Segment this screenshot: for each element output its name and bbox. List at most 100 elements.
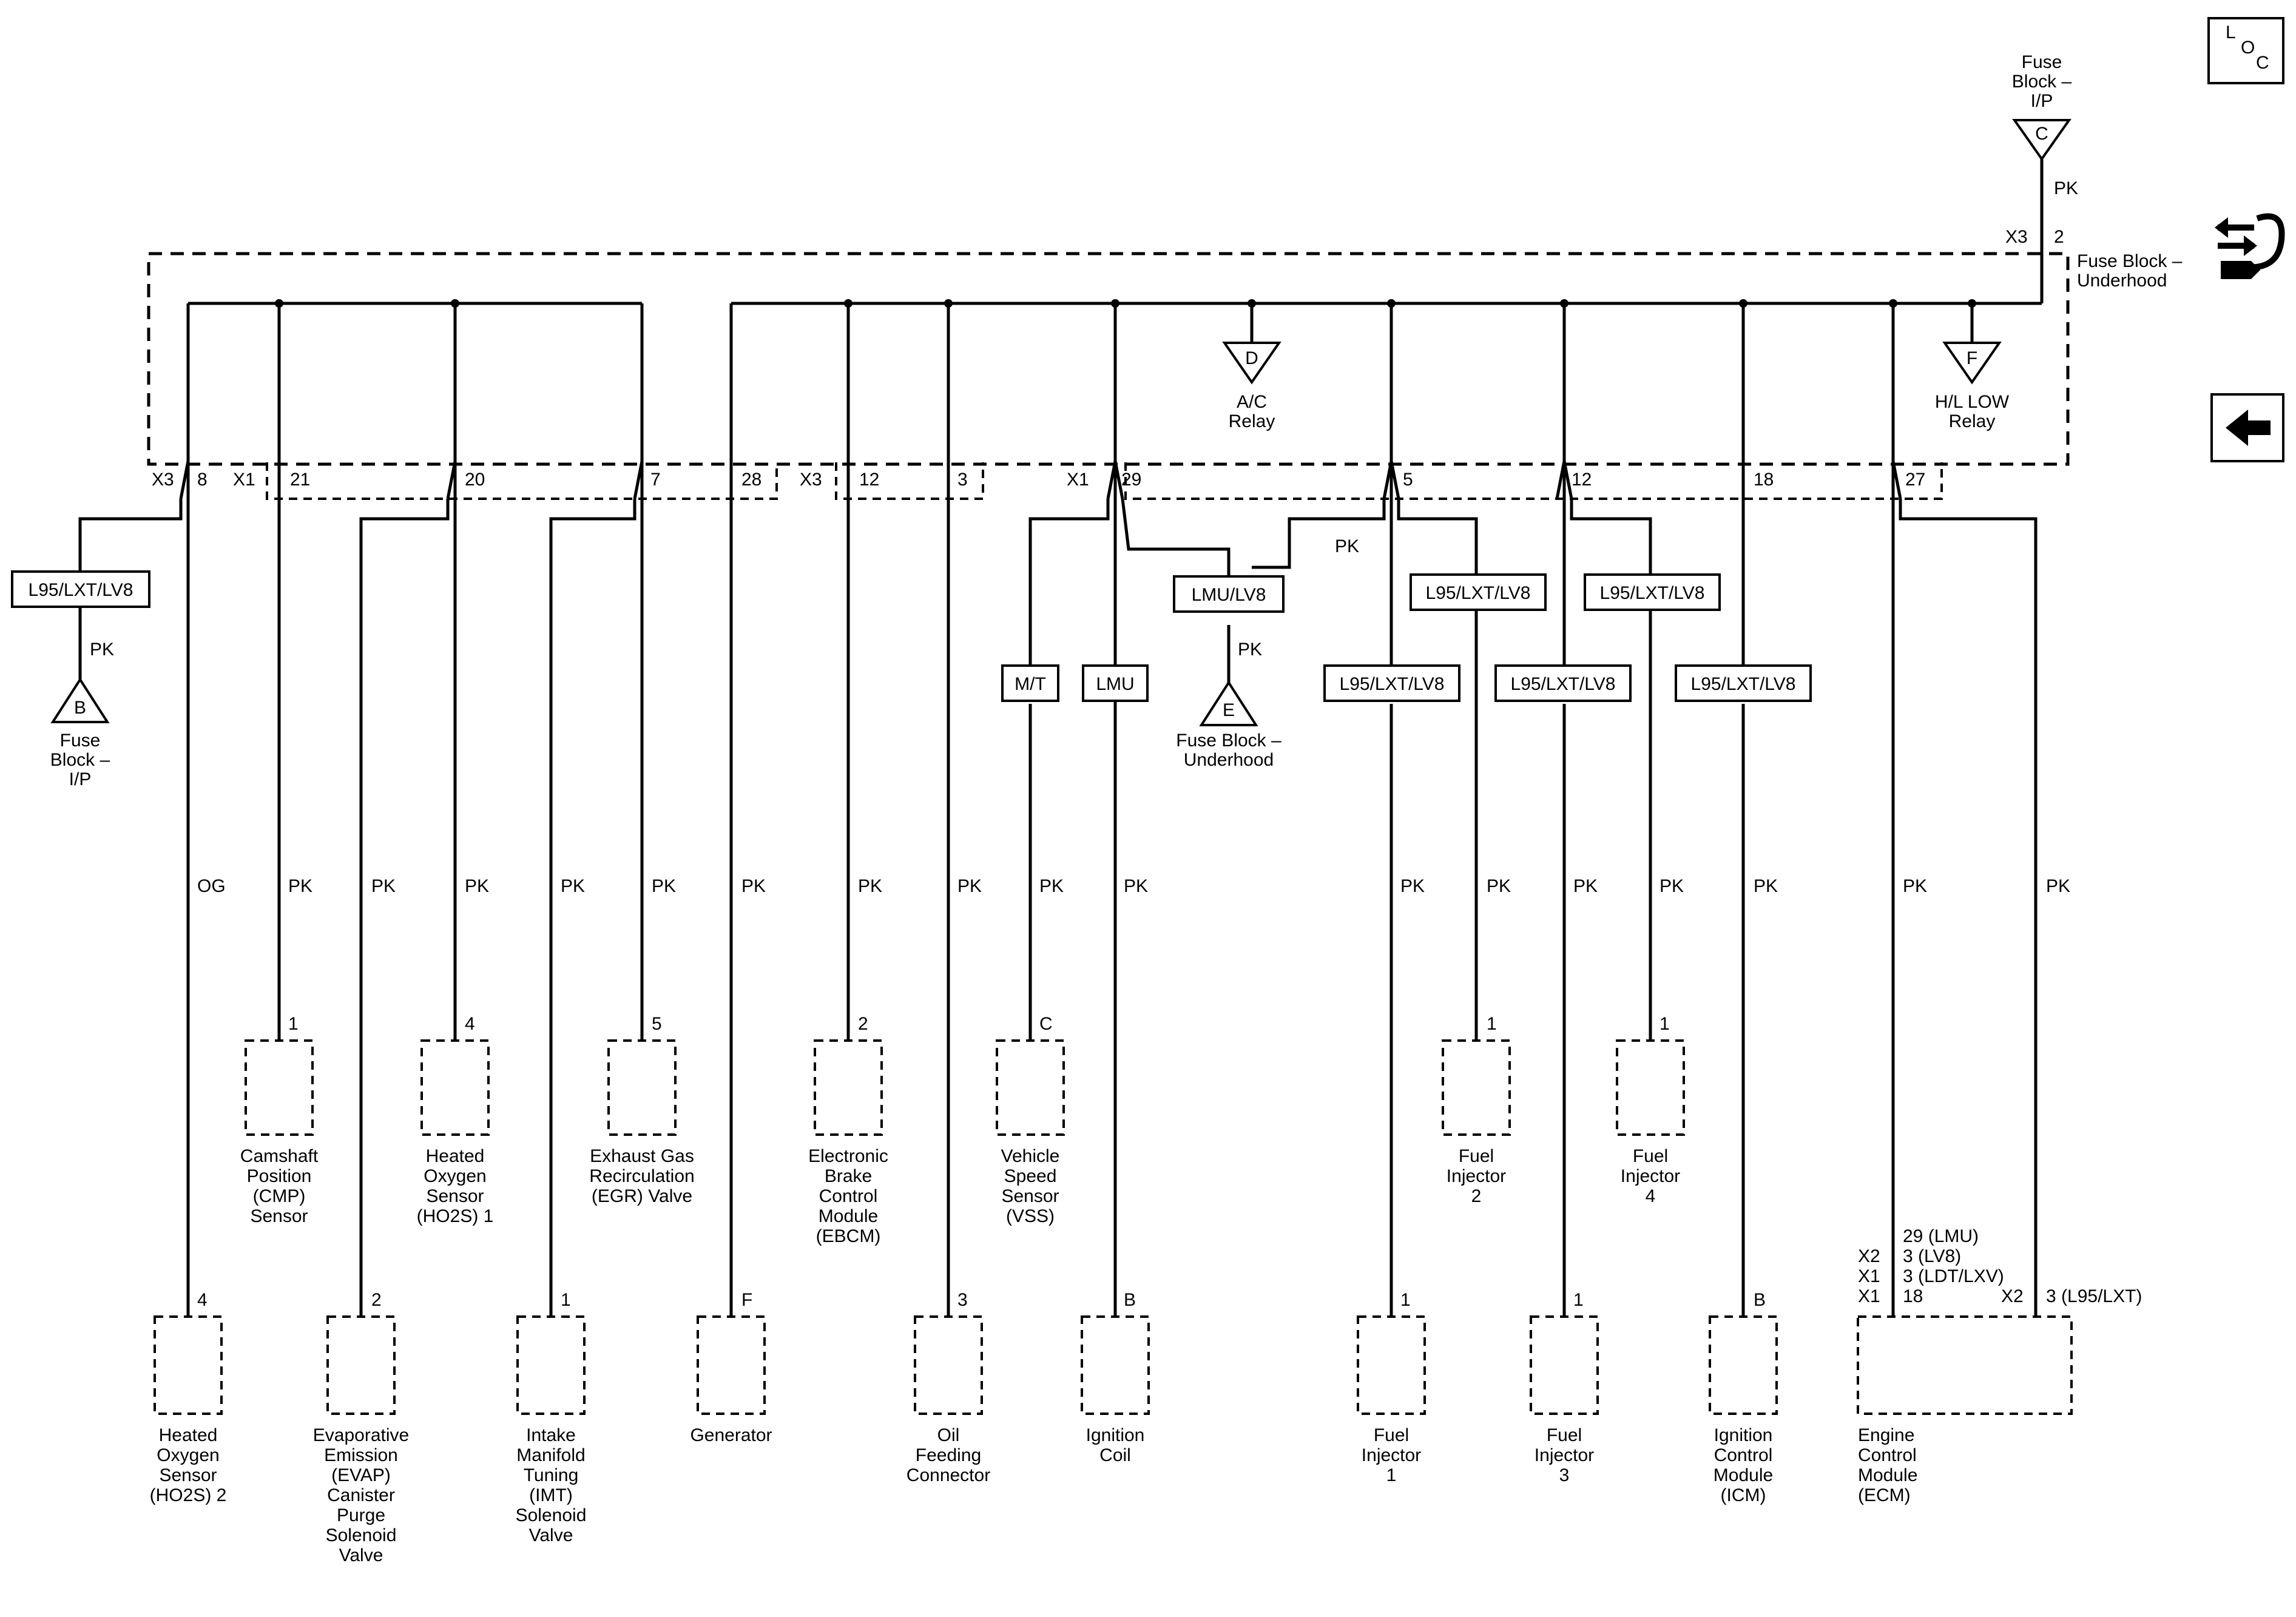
cmp-label-2: Position [247,1166,312,1186]
back-arrow-button[interactable] [2210,393,2284,462]
fuel-injector-4: 1 Fuel Injector 4 [1616,1014,1685,1206]
inj3-label-2: Injector [1535,1445,1594,1465]
left-branch-label-3: I/P [69,769,92,789]
option-label-1: L95/LXT/LV8 [1340,674,1445,694]
egr-pin: 5 [652,1014,662,1034]
imt-label-4: (IMT) [529,1485,573,1505]
ebcm-label-1: Electronic [808,1146,888,1166]
fuse-ip-top-label-2: Block – [2012,72,2072,92]
x1-connector-left [266,462,778,500]
imt-label-3: Tuning [524,1465,579,1485]
lmu-lv8-option-label: LMU/LV8 [1192,585,1266,605]
wire-color-7: PK [741,876,766,896]
ho2s1-label-1: Heated [426,1146,485,1166]
icm-label-3: Module [1714,1465,1773,1485]
imt-label-2: Manifold [516,1445,585,1465]
pin-12b: 12 [1572,470,1592,490]
ho2s1-pin: 4 [465,1014,475,1034]
pin-12a: 12 [859,470,879,490]
x3-connector-mid [835,462,984,500]
oil-label-1: Oil [937,1425,960,1445]
icm-label-2: Control [1714,1445,1773,1465]
ecm-pin-line-1: 29 (LMU) [1903,1226,1979,1246]
evap-label-6: Solenoid [326,1525,397,1545]
inj4-label-3: 4 [1646,1186,1656,1206]
coil-label-2: Coil [1099,1445,1131,1465]
ho2s2-pin: 4 [197,1290,208,1310]
ho2s2-label-4: (HO2S) 2 [150,1485,227,1505]
ecm-label-1: Engine [1858,1425,1914,1445]
pin-28: 28 [741,470,761,490]
evap-label-4: Canister [327,1485,395,1505]
fuse-ip-c-letter: C [2035,124,2048,144]
pin-20: 20 [465,470,485,490]
pin-7: 7 [650,470,661,490]
evap-label-7: Valve [339,1545,383,1565]
left-option-label: L95/LXT/LV8 [29,580,133,600]
lmu-option-label: LMU [1096,674,1134,694]
fuel-injector-2: 1 Fuel Injector 2 [1442,1014,1511,1206]
conn-label-x1-b: X1 [1067,470,1089,490]
left-branch-label-1: Fuse [60,731,101,751]
imt-label-6: Valve [529,1525,573,1545]
ecm-conn-3: X1 [1858,1286,1880,1306]
icm: B Ignition Control Module (ICM) [1709,1290,1778,1505]
gen-label-1: Generator [690,1425,772,1445]
inj3-pin: 1 [1573,1290,1584,1310]
ebcm-label-2: Brake [825,1166,872,1186]
left-branch-label-2: Block – [50,750,110,770]
inj2-pin: 1 [1487,1014,1497,1034]
pin-8: 8 [197,470,208,490]
hl-relay-letter: F [1967,348,1977,368]
vss-label-3: Sensor [1001,1186,1059,1206]
evap-purge-valve: 2 Evaporative Emission (EVAP) Canister P… [313,1290,409,1565]
imt-label-1: Intake [526,1425,576,1445]
inj1-pin: 1 [1400,1290,1411,1310]
imt-label-5: Solenoid [516,1505,587,1525]
option-label-2: L95/LXT/LV8 [1426,583,1531,603]
oil-label-3: Connector [907,1465,990,1485]
wire-color-18: PK [2046,876,2070,896]
underhood-label-1: Fuse Block – [2077,251,2183,271]
pin-29: 29 [1121,470,1141,490]
e-label-2: Underhood [1184,750,1274,770]
inj3-label-1: Fuel [1547,1425,1582,1445]
conn-label-x3-b: X3 [800,470,822,490]
loc-button[interactable]: L O C [2207,17,2284,84]
left-branch-letter: B [74,698,86,718]
ecm: 29 (LMU) 3 (LV8) 3 (LDT/LXV) 18 X2 X1 X1… [1857,1226,2142,1505]
coil-label-1: Ignition [1086,1425,1145,1445]
icm-label-4: (ICM) [1721,1485,1766,1505]
icm-label-1: Ignition [1714,1425,1773,1445]
evap-label-3: (EVAP) [331,1465,391,1485]
cmp-label-3: (CMP) [253,1186,306,1206]
e-wire-color: PK [1238,640,1262,660]
inj4-label-1: Fuel [1633,1146,1668,1166]
inj4-label-2: Injector [1621,1166,1680,1186]
pk-jump-label: PK [1335,536,1359,556]
ecm-conn-1: X2 [1858,1246,1880,1266]
wire-color-17: PK [1903,876,1927,896]
wire-color-13: PK [1487,876,1511,896]
ebcm-pin: 2 [858,1014,868,1034]
inj3-label-3: 3 [1559,1465,1570,1485]
ecm-label-4: (ECM) [1858,1485,1911,1505]
conn-label-x1-a: X1 [233,470,255,490]
wire-color-4: PK [465,876,489,896]
hl-relay-label-1: H/L LOW [1935,392,2010,412]
cmp-label-1: Camshaft [240,1146,319,1166]
coil-pin: B [1124,1290,1136,1310]
wire-color-6: PK [652,876,676,896]
loc-letter-c: C [2256,53,2269,73]
inj4-pin: 1 [1660,1014,1670,1034]
wire-color-9: PK [957,876,982,896]
pin-21: 21 [290,470,310,490]
inj2-label-2: Injector [1447,1166,1506,1186]
ac-relay-letter: D [1245,348,1258,368]
hl-relay-symbol [1942,342,2002,385]
mt-option-label: M/T [1015,674,1046,694]
inj2-label-1: Fuel [1459,1146,1494,1166]
ho2s1-label-3: Sensor [426,1186,484,1206]
ecm-conn-2: X1 [1858,1266,1880,1286]
wiring-connector-icon[interactable] [2215,213,2285,279]
